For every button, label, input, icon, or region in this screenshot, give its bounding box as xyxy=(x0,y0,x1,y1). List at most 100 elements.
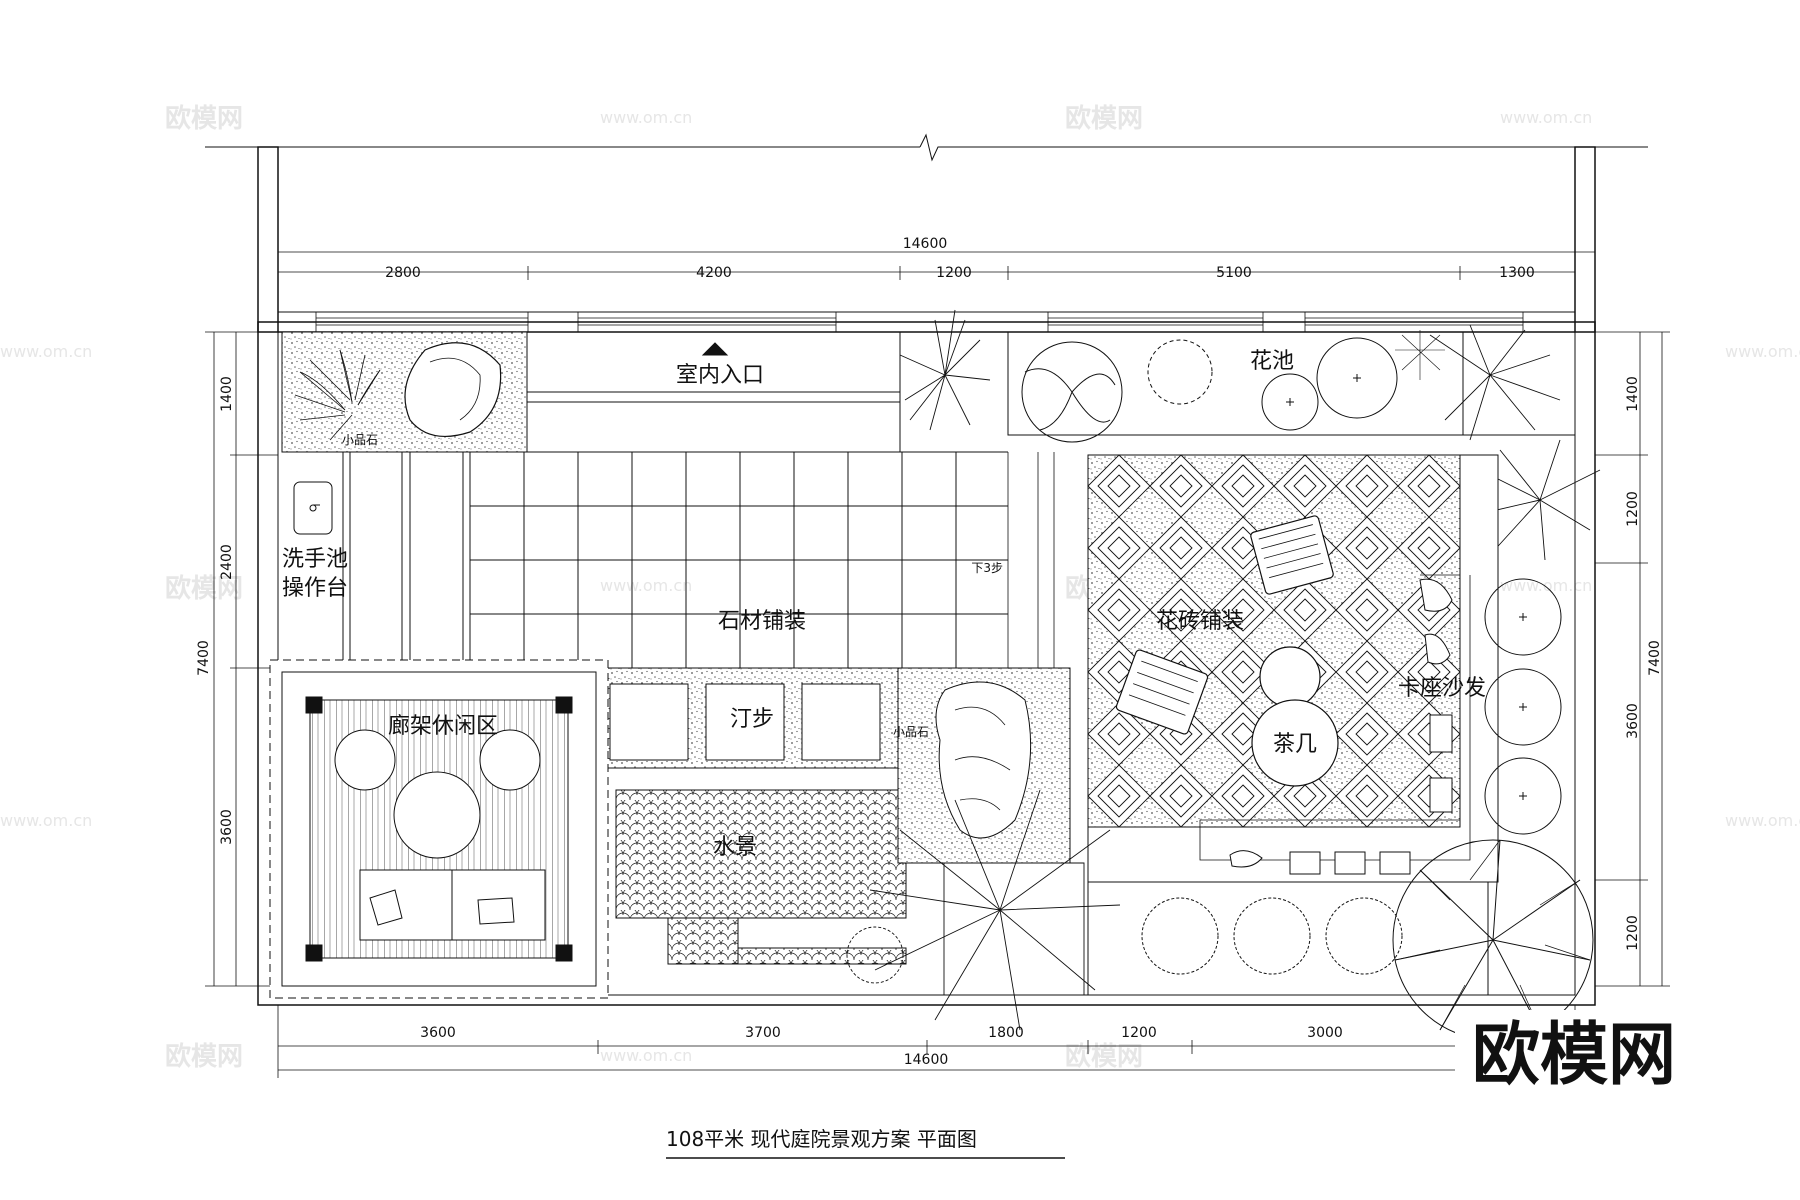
step-down-label: 下3步 xyxy=(971,561,1003,575)
tile-diamond xyxy=(1356,537,1378,559)
round-shrub xyxy=(1317,338,1397,418)
tile-diamond xyxy=(1284,775,1326,817)
bottom-dimension-1: 3600 xyxy=(420,1025,456,1041)
stone-paving-grid xyxy=(470,452,1008,668)
tile-diamond xyxy=(1098,465,1140,507)
sink-label: 洗手池 xyxy=(282,547,348,572)
entrance-steps xyxy=(527,332,900,452)
tile-diamond xyxy=(1294,475,1316,497)
tile-diamond xyxy=(1222,775,1264,817)
bottom-dimension-4: 1200 xyxy=(1121,1025,1157,1041)
entrance-arrow-icon xyxy=(703,343,727,355)
counter-label: 操作台 xyxy=(282,576,348,601)
lounge-chair xyxy=(1115,649,1208,735)
tile-diamond xyxy=(1232,723,1254,745)
bottom-total-dimension: 14600 xyxy=(904,1052,949,1068)
right-dimension-2: 1200 xyxy=(1625,491,1641,527)
tile-diamond xyxy=(1408,527,1450,569)
watermark-url: www.om.cn xyxy=(600,108,692,127)
patterned-tile-paving xyxy=(1088,455,1460,827)
right-dimension-chain xyxy=(1595,332,1670,986)
tile-diamond xyxy=(1346,775,1388,817)
watermark-url: www.om.cn xyxy=(0,342,92,361)
left-dimension-chain xyxy=(205,332,278,986)
tile-diamond xyxy=(1222,589,1264,631)
tile-diamond xyxy=(1160,527,1202,569)
bottom-dimension-3: 1800 xyxy=(988,1025,1024,1041)
hand-wash-sink xyxy=(294,482,332,534)
tile-diamond xyxy=(1170,537,1192,559)
right-dimension-3: 3600 xyxy=(1625,703,1641,739)
tile-diamond xyxy=(1222,465,1264,507)
round-shrub xyxy=(1262,374,1318,430)
top-total-dimension: 14600 xyxy=(903,236,948,252)
water-feature-label: 水景 xyxy=(713,835,757,860)
tile-diamond xyxy=(1356,661,1378,683)
tile-diamond xyxy=(1294,599,1316,621)
tile-paving-label: 花砖铺装 xyxy=(1156,609,1244,634)
round-shrub xyxy=(1234,898,1310,974)
stone-paving-label: 石材铺装 xyxy=(718,609,806,634)
tile-diamond xyxy=(1232,475,1254,497)
booth-sofa xyxy=(1088,455,1498,882)
watermark-brand: 欧模网 xyxy=(165,1041,243,1072)
tile-diamond xyxy=(1356,785,1378,807)
watermark-url: www.om.cn xyxy=(1500,576,1592,595)
top-dimension-4: 5100 xyxy=(1216,265,1252,281)
tile-diamond xyxy=(1170,785,1192,807)
round-tree xyxy=(1485,758,1561,834)
watermark-url: www.om.cn xyxy=(1725,811,1800,830)
tile-diamond xyxy=(1346,527,1388,569)
tile-diamond xyxy=(1098,713,1140,755)
tile-diamond xyxy=(1108,537,1130,559)
tile-diamond xyxy=(1098,527,1140,569)
bottom-dimension-2: 3700 xyxy=(745,1025,781,1041)
tile-diamond xyxy=(1160,775,1202,817)
tile-diamond xyxy=(1346,651,1388,693)
bottom-dimension-5: 3000 xyxy=(1307,1025,1343,1041)
tile-diamond xyxy=(1232,785,1254,807)
top-dimension-5: 1300 xyxy=(1499,265,1535,281)
top-dimension-chain xyxy=(278,244,1595,300)
agave-plant xyxy=(900,310,990,430)
bottom-shrub-row xyxy=(1088,882,1488,995)
right-dimension-1: 1400 xyxy=(1625,376,1641,412)
tile-diamond xyxy=(1346,465,1388,507)
watermark-brand: 欧模网 xyxy=(165,103,243,134)
tile-diamond xyxy=(1232,599,1254,621)
watermark-url: www.om.cn xyxy=(600,1046,692,1065)
pergola-lounge-area xyxy=(270,660,608,998)
rockery-top-label: 小品石 xyxy=(342,433,378,447)
tile-diamond xyxy=(1170,475,1192,497)
flower-bed-top-right xyxy=(1008,330,1575,442)
right-dimension-4: 1200 xyxy=(1625,915,1641,951)
tile-diamond xyxy=(1408,651,1450,693)
entrance-label: 室内入口 xyxy=(676,363,764,388)
top-dimension-3: 1200 xyxy=(936,265,972,281)
gravel-bed-top-left xyxy=(282,332,527,452)
tile-diamond xyxy=(1108,475,1130,497)
lounge-chairs xyxy=(1115,515,1334,735)
flower-bed-label: 花池 xyxy=(1250,349,1294,374)
watermark-brand: 欧模网 xyxy=(165,573,243,604)
watermark-url: www.om.cn xyxy=(1725,342,1800,361)
tea-table-label: 茶几 xyxy=(1273,732,1317,757)
round-tree xyxy=(1485,579,1561,655)
top-dimension-2: 4200 xyxy=(696,265,732,281)
round-shrub xyxy=(1022,342,1122,442)
tile-diamond xyxy=(1418,475,1440,497)
tile-diamond xyxy=(1108,661,1130,683)
round-tree xyxy=(1485,669,1561,745)
tile-diamond xyxy=(1356,723,1378,745)
left-dimension-1: 1400 xyxy=(219,376,235,412)
tile-diamond xyxy=(1232,661,1254,683)
gravel-bed-middle xyxy=(898,668,1070,863)
right-tree-row xyxy=(1485,579,1561,834)
plan-title: 108平米 现代庭院景观方案 平面图 xyxy=(666,1127,977,1151)
tile-diamond xyxy=(1108,599,1130,621)
tile-diamond xyxy=(1108,723,1130,745)
tile-diamond xyxy=(1356,599,1378,621)
watermark-brand: 欧模网 xyxy=(1065,103,1143,134)
stepping-stones-label: 汀步 xyxy=(730,707,774,732)
